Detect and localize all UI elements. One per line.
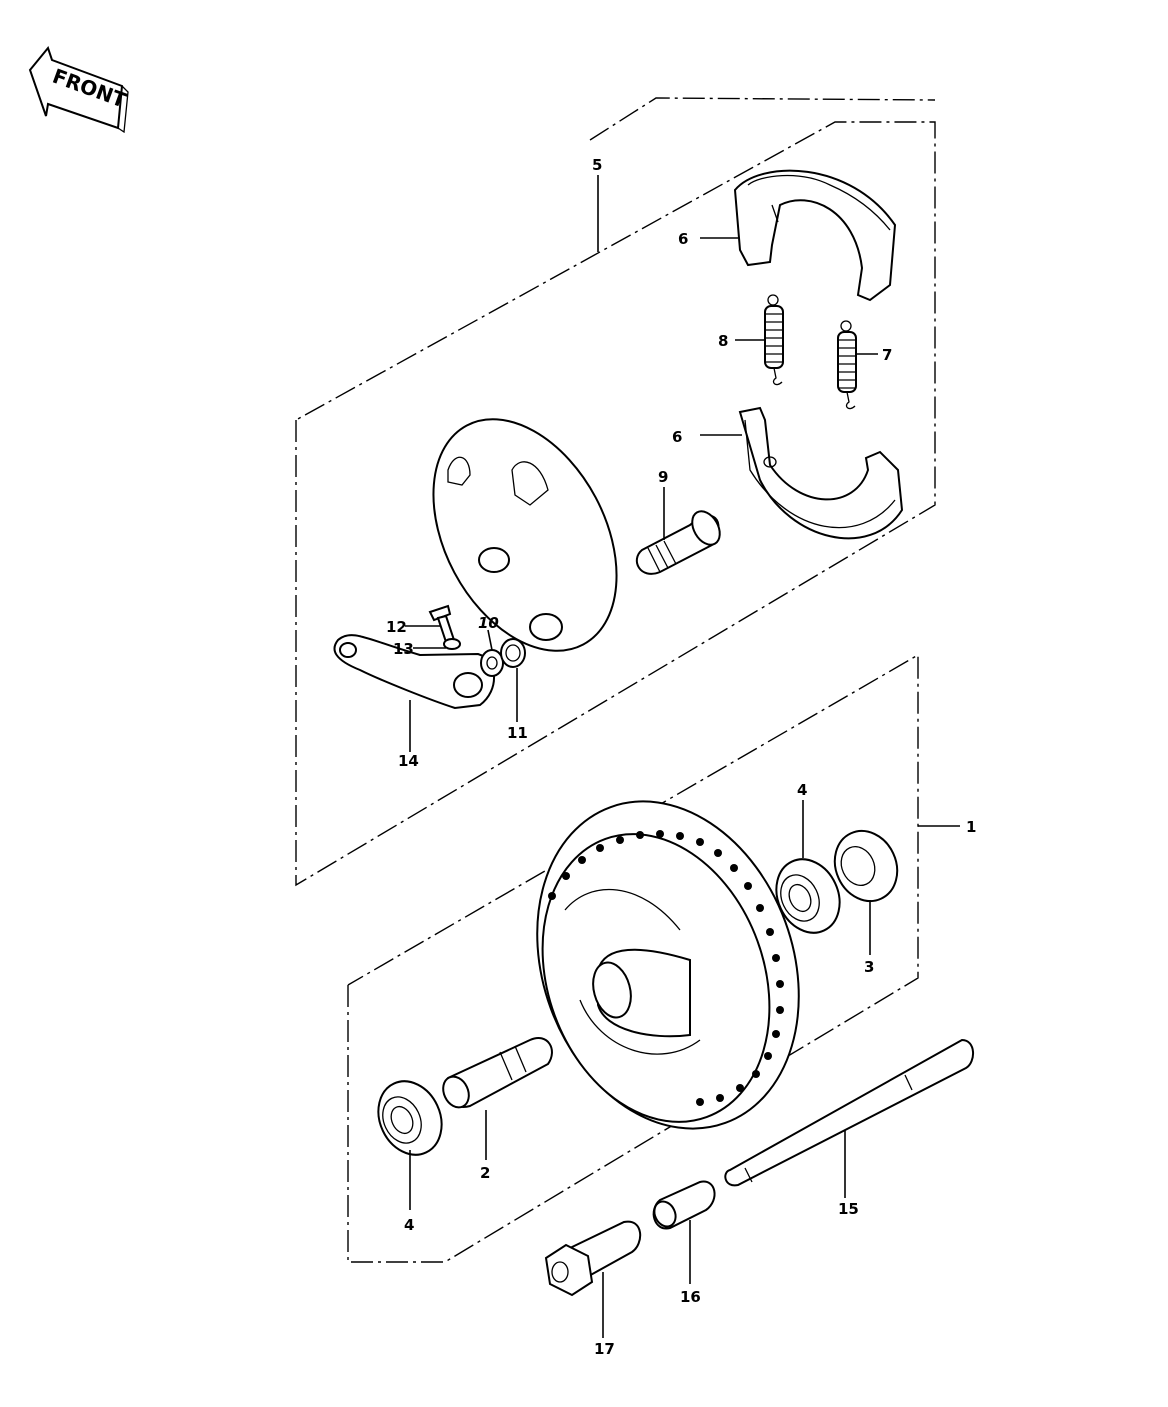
label-10: 10 (478, 614, 499, 632)
camshaft-9 (635, 510, 721, 575)
brake-assembly-box (295, 97, 936, 887)
wheel-hub (536, 800, 800, 1130)
label-5: 5 (592, 156, 602, 174)
label-13: 13 (393, 640, 414, 658)
brake-shoe-lower (738, 406, 904, 540)
label-6-upper: 6 (678, 230, 688, 248)
label-9: 9 (658, 468, 668, 486)
spring-8 (764, 294, 784, 386)
label-16: 16 (680, 1288, 701, 1306)
spacer-2 (442, 1037, 553, 1109)
label-17: 17 (594, 1340, 615, 1358)
front-arrow-icon: FRONT (28, 45, 130, 134)
label-14: 14 (398, 752, 419, 770)
label-8: 8 (718, 332, 728, 350)
label-12: 12 (386, 618, 407, 636)
label-15: 15 (838, 1200, 859, 1218)
axle-nut-17 (544, 1220, 642, 1297)
label-1: 1 (966, 818, 976, 836)
bearing-4-left (377, 1080, 443, 1156)
bearing-4-right (775, 858, 841, 934)
washer-10 (480, 649, 504, 677)
label-7: 7 (882, 346, 892, 364)
oil-seal-11 (500, 638, 526, 668)
brake-panel (432, 418, 618, 652)
brake-shoe-upper (733, 169, 897, 302)
axle-15 (724, 1038, 974, 1187)
cam-lever-14 (333, 634, 495, 710)
bolt-12 (428, 604, 461, 650)
spring-7 (837, 320, 857, 410)
label-6-lower: 6 (672, 428, 682, 446)
part-labels: 5 6 8 7 6 9 10 12 13 11 14 4 1 3 2 15 4 … (386, 156, 976, 1358)
label-2: 2 (480, 1164, 490, 1182)
oil-seal-3 (833, 829, 899, 903)
label-4-upper: 4 (797, 781, 807, 799)
collar-16 (652, 1180, 716, 1230)
label-11: 11 (507, 724, 528, 742)
label-4-lower: 4 (404, 1216, 414, 1234)
label-3: 3 (864, 958, 874, 976)
